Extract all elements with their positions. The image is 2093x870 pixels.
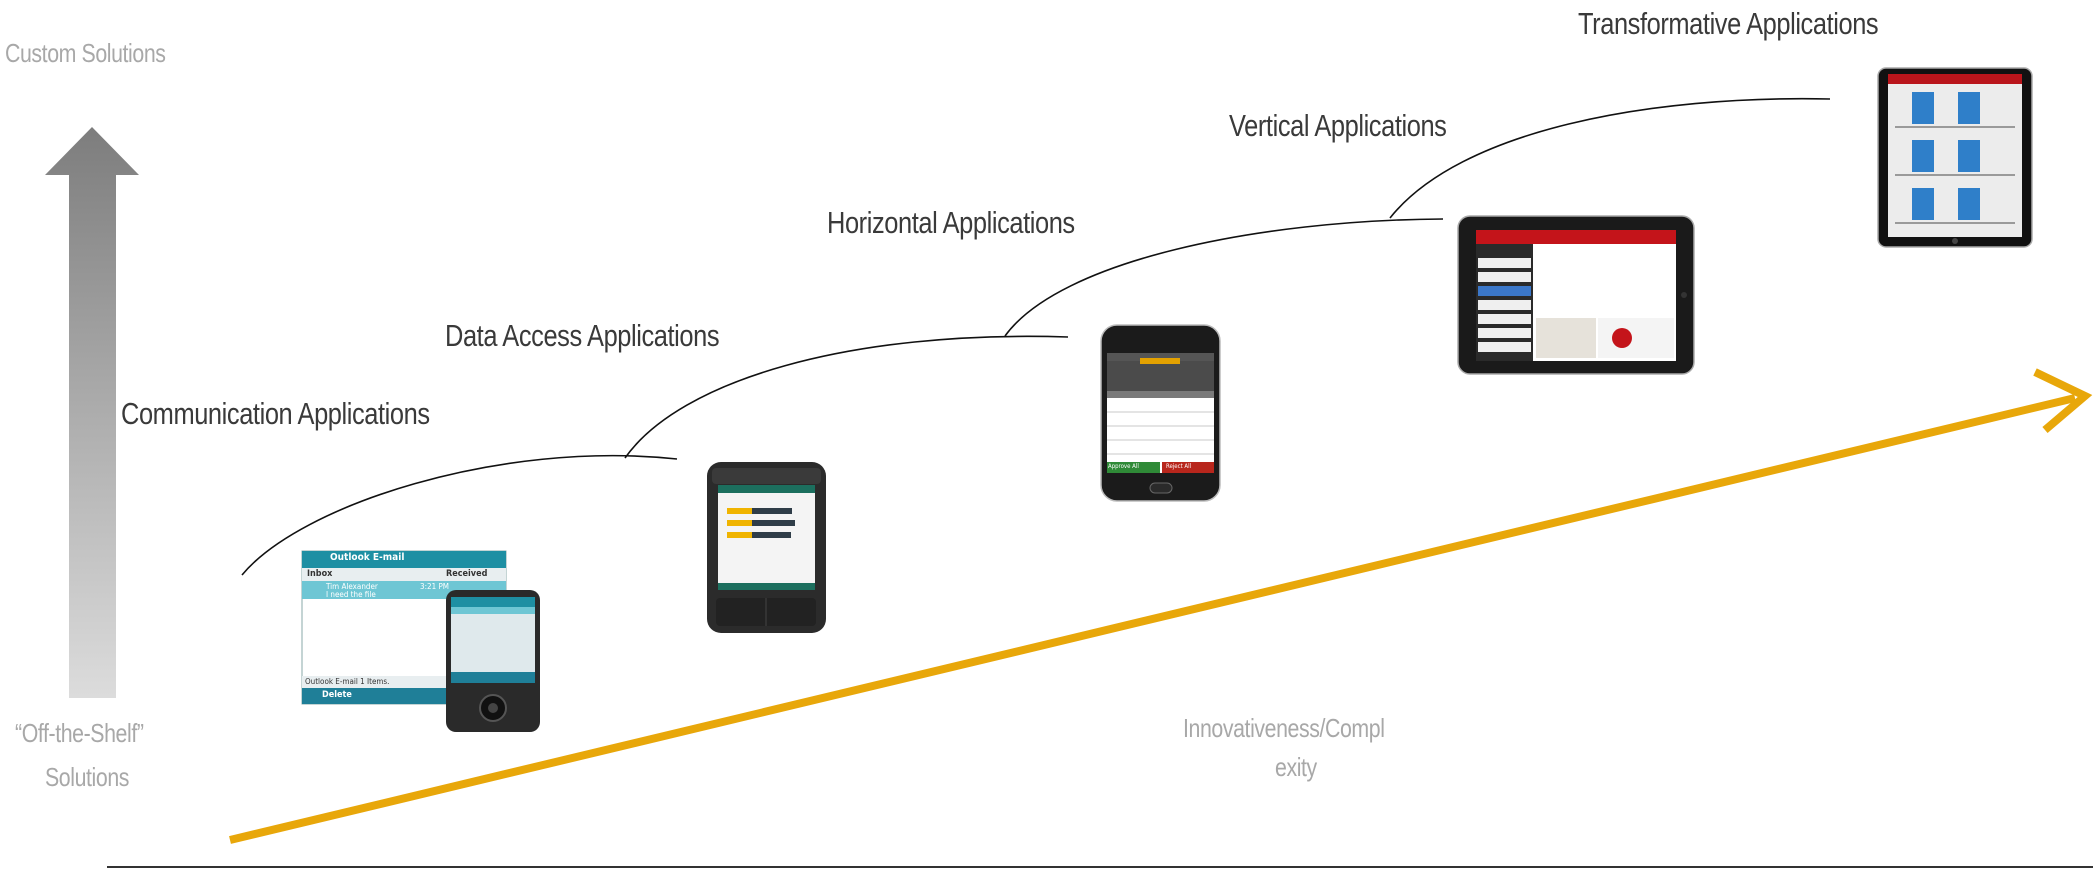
outlook-delete-label: Delete bbox=[322, 690, 352, 700]
innovation-arrow-shaft bbox=[229, 394, 2076, 844]
outlook-received-label: Received bbox=[446, 569, 488, 579]
stage-label-horizontal: Horizontal Applications bbox=[827, 205, 1075, 240]
curve-horizontal bbox=[1004, 218, 1444, 337]
stage-label-vertical: Vertical Applications bbox=[1229, 108, 1447, 143]
iphone-reject-label: Reject All bbox=[1166, 463, 1192, 470]
outlook-sender: Tim Alexander bbox=[326, 582, 378, 591]
curve-vertical bbox=[1389, 97, 1831, 219]
curve-data-access bbox=[624, 335, 1069, 459]
outlook-time: 3:21 PM bbox=[420, 582, 449, 591]
innovation-arrow-head bbox=[2033, 368, 2093, 434]
x-axis-label-line2: exity bbox=[1275, 752, 1317, 782]
stage-label-data-access: Data Access Applications bbox=[445, 318, 720, 353]
outlook-window-title: Outlook E-mail bbox=[330, 552, 405, 563]
axis-bottom-label-line1: “Off-the-Shelf” bbox=[15, 718, 144, 748]
iphone-device bbox=[1100, 324, 1221, 502]
ipad-portrait-device bbox=[1877, 67, 2033, 248]
outlook-subject: I need the file bbox=[326, 590, 376, 599]
stage-label-transformative: Transformative Applications bbox=[1578, 6, 1879, 41]
stage-label-communication: Communication Applications bbox=[121, 396, 430, 431]
vertical-gradient-arrow bbox=[45, 127, 139, 698]
x-axis-label-line1: Innovativeness/Compl bbox=[1183, 713, 1385, 743]
iphone-approve-label: Approve All bbox=[1108, 463, 1139, 470]
axis-bottom-label-line2: Solutions bbox=[45, 762, 130, 792]
stage-curves bbox=[241, 97, 1831, 576]
outlook-status: Outlook E-mail 1 Items. bbox=[305, 677, 390, 686]
curve-communication bbox=[241, 454, 678, 576]
htc-phone-device bbox=[707, 462, 826, 633]
ipad-landscape-device bbox=[1457, 215, 1695, 375]
axis-top-label: Custom Solutions bbox=[5, 38, 166, 68]
outlook-inbox-label: Inbox bbox=[307, 569, 333, 579]
windows-mobile-outlook-device bbox=[301, 550, 540, 732]
